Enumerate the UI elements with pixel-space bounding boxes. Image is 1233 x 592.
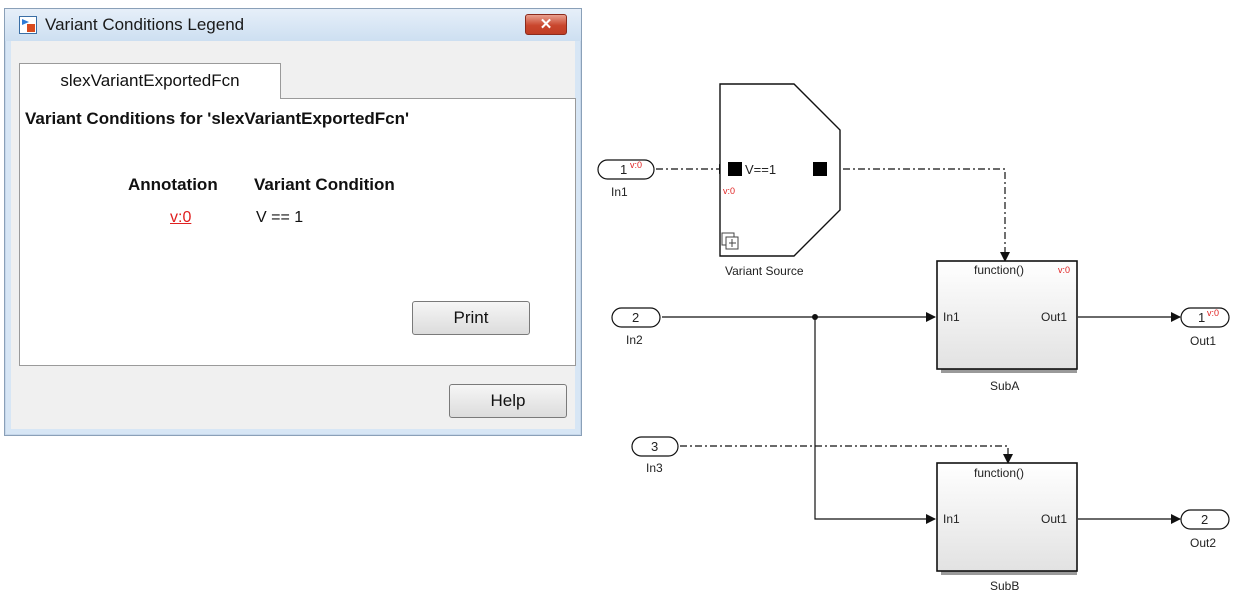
signal-in3-to-subb[interactable] [680, 445, 1013, 464]
outport-number: 2 [1201, 512, 1208, 527]
dialog-client-area: slexVariantExportedFcn Variant Condition… [11, 41, 576, 429]
variant-conditions-legend-window: Variant Conditions Legend ✕ slexVariantE… [4, 8, 582, 436]
inport-annotation: v:0 [630, 160, 642, 170]
inport-number: 3 [651, 439, 658, 454]
annotation-column-header: Annotation [128, 175, 218, 194]
variant-condition-value: V == 1 [256, 209, 304, 226]
inport-shape [597, 159, 655, 180]
legend-panel: Variant Conditions for 'slexVariantExpor… [19, 98, 576, 366]
variant-output-port [813, 162, 827, 176]
subsystem-in-port: In1 [943, 310, 960, 324]
window-title: Variant Conditions Legend [45, 15, 245, 34]
variant-source-name: Variant Source [725, 264, 804, 278]
outport-annotation: v:0 [1207, 308, 1219, 318]
variant-input-port [728, 162, 742, 176]
condition-column-header: Variant Condition [254, 175, 395, 194]
inport-in2[interactable]: 2 In2 [611, 307, 661, 347]
variant-subsystem-icon [721, 232, 739, 250]
outport-number: 1 [1198, 310, 1205, 325]
subsystem-name: SubB [990, 579, 1019, 592]
variant-source-shape [719, 83, 841, 257]
outport-shape [1180, 307, 1230, 328]
subsystem-trigger-label: function() [974, 263, 1024, 277]
subsystem-out-port: Out1 [1041, 310, 1067, 324]
inport-name: In3 [646, 461, 663, 475]
inport-shape [631, 436, 679, 457]
close-button[interactable]: ✕ [525, 14, 567, 35]
title-bar[interactable]: Variant Conditions Legend ✕ [5, 9, 581, 41]
subsystem-subb[interactable]: function() In1 Out1 SubB [936, 462, 1078, 592]
subsystem-out-port: Out1 [1041, 512, 1067, 526]
subsystem-shape [936, 462, 1078, 572]
subsystem-suba[interactable]: function() v:0 In1 Out1 SubA [936, 260, 1078, 393]
subsystem-trigger-label: function() [974, 466, 1024, 480]
variant-source-block[interactable]: V==1 v:0 Variant Source [719, 83, 841, 278]
inport-in1[interactable]: 1 v:0 In1 [597, 159, 655, 199]
signal-branch-to-subb[interactable] [814, 317, 936, 524]
variant-condition-label: V==1 [745, 162, 776, 177]
inport-number: 2 [632, 310, 639, 325]
app-icon [19, 16, 37, 34]
outport-name: Out1 [1190, 334, 1216, 348]
outport-out1[interactable]: 1 v:0 Out1 [1180, 307, 1230, 348]
outport-name: Out2 [1190, 536, 1216, 550]
subsystem-name: SubA [990, 379, 1019, 393]
subsystem-annotation: v:0 [1058, 265, 1070, 275]
inport-name: In1 [611, 185, 628, 199]
panel-title: Variant Conditions for 'slexVariantExpor… [25, 109, 410, 128]
signal-variant-to-suba[interactable] [828, 168, 1010, 262]
subsystem-shape [936, 260, 1078, 370]
subsystem-in-port: In1 [943, 512, 960, 526]
inport-in3[interactable]: 3 In3 [631, 436, 679, 475]
print-button[interactable]: Print [412, 301, 530, 335]
tab-slexvariantexportedfcn[interactable]: slexVariantExportedFcn [19, 63, 281, 99]
inport-shape [611, 307, 661, 328]
branch-point [812, 314, 818, 320]
variant-annotation: v:0 [723, 186, 735, 196]
signal-lines [656, 164, 1181, 524]
help-button[interactable]: Help [449, 384, 567, 418]
outport-out2[interactable]: 2 Out2 [1180, 509, 1230, 550]
inport-name: In2 [626, 333, 643, 347]
inport-number: 1 [620, 162, 627, 177]
outport-shape [1180, 509, 1230, 530]
annotation-link[interactable]: v:0 [170, 209, 192, 226]
